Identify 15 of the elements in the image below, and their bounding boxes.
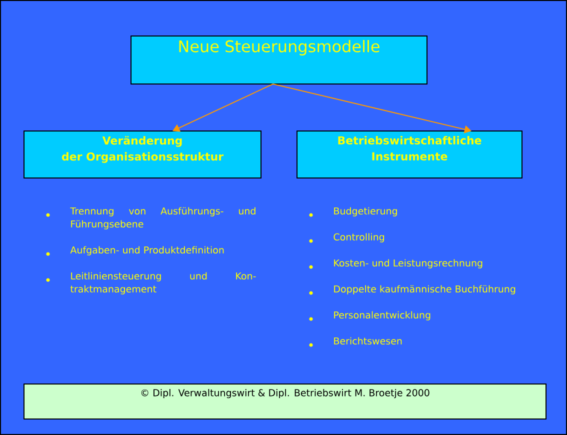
copyright-box: © Dipl. Verwaltungswirt & Dipl. Betriebswirt M. Broetje 2000 [24,384,546,420]
list-item: Aufgaben- und Produktdefinition [70,246,224,256]
category-box: Betriebswirtschaftliche Instrumente [296,130,522,178]
list-item: Trennung von Ausführungs- und Führungsebene [70,207,256,230]
list-item: Doppelte kaufmännische Buchführung [334,285,516,294]
list-item: Personalentwicklung [334,311,430,320]
list-item: Controlling [334,233,384,242]
title-box: Neue Steuerungsmodelle [130,36,428,84]
list-item: Berichtswesen [334,337,402,345]
list-item: Budgetierung [334,207,397,216]
category-box: Veränderung der Organisationsstruktur [24,130,262,178]
list-item: Leitliniensteuerung und Kon- traktmanagement [70,272,256,294]
list-item: Kosten- und Leistungsrechnung [334,259,482,268]
arrow [172,84,274,132]
arrow [272,84,472,134]
